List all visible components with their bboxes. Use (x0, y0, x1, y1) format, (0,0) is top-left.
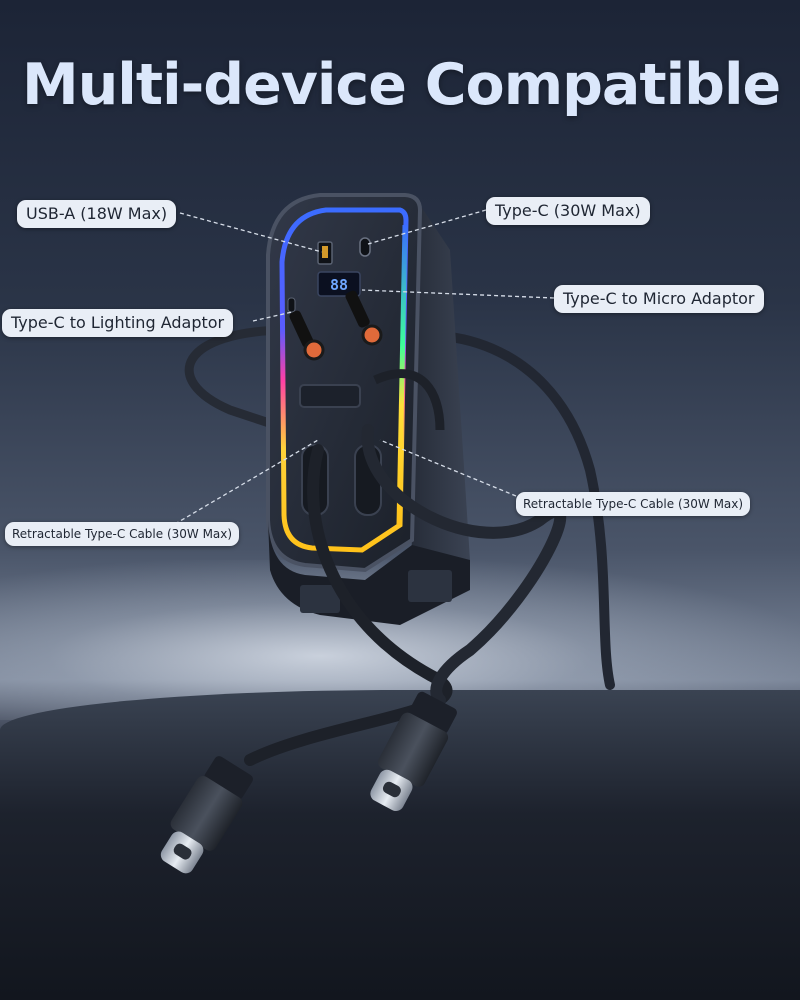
callout-retractable-right: Retractable Type-C Cable (30W Max) (516, 492, 751, 516)
callout-retractable-left: Retractable Type-C Cable (30W Max) (5, 522, 240, 546)
usb-c-connector-left (160, 756, 253, 874)
base-vent-right (408, 570, 452, 602)
side-port (287, 297, 296, 313)
digital-display (317, 271, 361, 297)
base-vent-left (300, 585, 340, 613)
callout-lighting-adaptor: Type-C to Lighting Adaptor (2, 309, 234, 337)
leader-usb-a (179, 212, 323, 253)
retractable-cable-right (361, 424, 567, 706)
slot-cap (299, 384, 361, 408)
usb-c-connector-right (370, 691, 457, 812)
type-c-port (359, 237, 371, 257)
cable-loop (373, 369, 445, 431)
cable-back-right (375, 330, 615, 690)
callout-usb-a: USB-A (18W Max) (17, 200, 177, 228)
micro-adaptor (345, 290, 383, 346)
page-title: Multi-device Compatible (22, 52, 781, 118)
led-ring (279, 207, 409, 553)
retractable-cable-left (244, 444, 453, 766)
callout-type-c: Type-C (30W Max) (486, 197, 650, 225)
leader-retractable-right (379, 439, 517, 497)
lighting-adaptor (289, 310, 325, 361)
callout-micro-adaptor: Type-C to Micro Adaptor (554, 285, 764, 313)
usb-a-port (317, 241, 333, 265)
display-readout: 88 (330, 276, 348, 294)
leader-lines (174, 209, 555, 525)
